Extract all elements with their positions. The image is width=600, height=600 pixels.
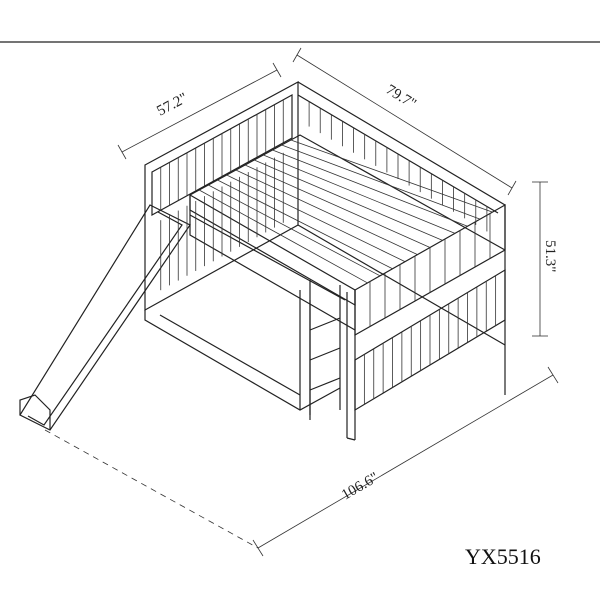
length-dimension-line [292, 47, 517, 196]
height-label: 51.3" [542, 240, 558, 272]
bed-slat [226, 174, 406, 263]
bed-slat [208, 184, 381, 277]
total-length-dimension-line [44, 366, 559, 557]
bed-slat [198, 189, 368, 284]
bed-slat [254, 159, 443, 241]
bed-slat [244, 164, 431, 248]
ladder [309, 285, 341, 420]
bed-slat [290, 139, 493, 213]
length-label: 79.7" [383, 82, 419, 113]
bed-slat [272, 149, 468, 227]
bunk-bed-drawing [19, 80, 506, 441]
bed-slat [263, 154, 456, 234]
height-dimension-line [532, 181, 548, 337]
total-length-label: 106.6" [339, 470, 382, 504]
bed-slat [281, 144, 481, 220]
width-label: 57.2" [154, 90, 190, 119]
width-dimension-line [117, 62, 282, 160]
slide [19, 204, 191, 431]
bed-slat [217, 179, 393, 270]
top-front-rail [189, 193, 356, 307]
model-code: YX5516 [465, 544, 541, 569]
